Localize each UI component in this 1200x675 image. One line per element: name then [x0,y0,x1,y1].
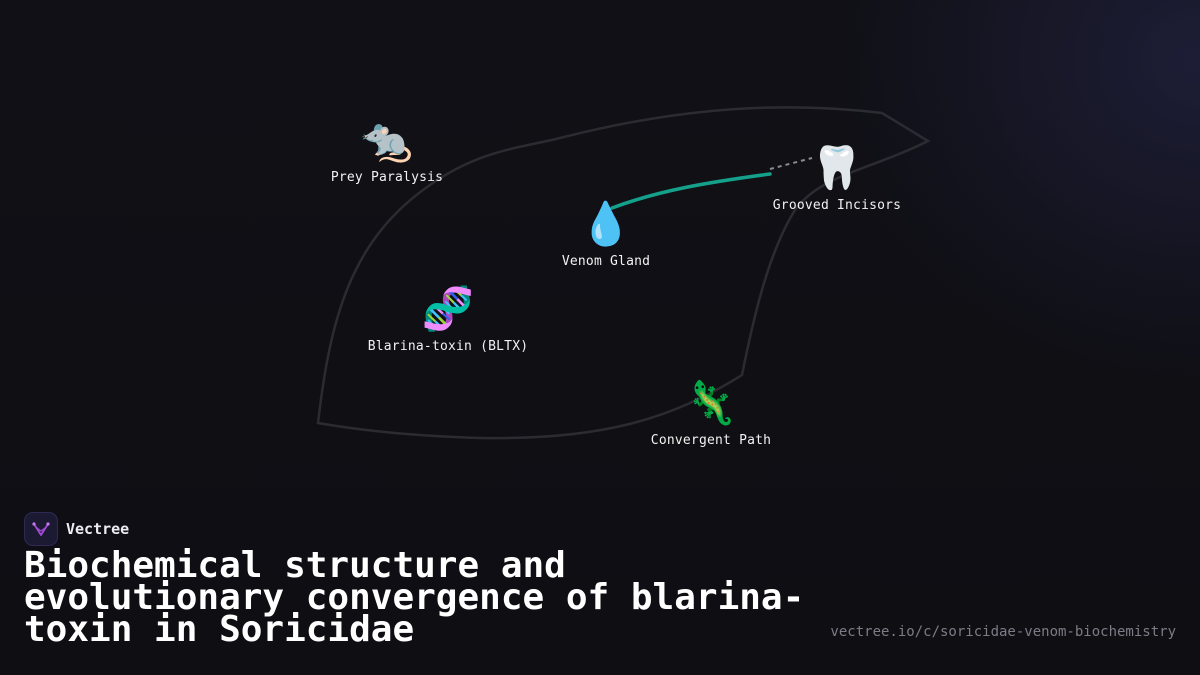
vectree-logo-icon [24,512,58,546]
droplet-icon: 💧 [579,199,633,248]
node-label: Grooved Incisors [772,198,902,213]
node-convergent-path[interactable]: 🦎 Convergent Path [651,377,771,448]
tooth-icon: 🦷 [810,143,864,192]
dna-icon: 🧬 [421,284,475,333]
node-label: Venom Gland [561,254,651,269]
node-label: Blarina-toxin (BLTX) [367,339,529,354]
brand-name: Vectree [66,520,130,538]
node-blarina-toxin[interactable]: 🧬 Blarina-toxin (BLTX) [368,283,529,354]
edge-gland-to-incisors [610,172,772,210]
rat-icon: 🐀 [360,115,414,164]
brand[interactable]: Vectree [24,512,129,546]
outline-shape [316,106,931,440]
page-title: Biochemical structure and evolutionary c… [24,545,805,650]
source-url[interactable]: vectree.io/c/soricidae-venom-biochemistr… [830,624,1176,640]
node-label: Convergent Path [650,433,772,448]
node-grooved-incisors[interactable]: 🦷 Grooved Incisors [773,142,901,213]
node-prey-paralysis[interactable]: 🐀 Prey Paralysis [331,114,443,185]
lizard-icon: 🦎 [684,378,738,427]
node-venom-gland[interactable]: 💧 Venom Gland [562,198,650,269]
node-label: Prey Paralysis [330,170,444,185]
